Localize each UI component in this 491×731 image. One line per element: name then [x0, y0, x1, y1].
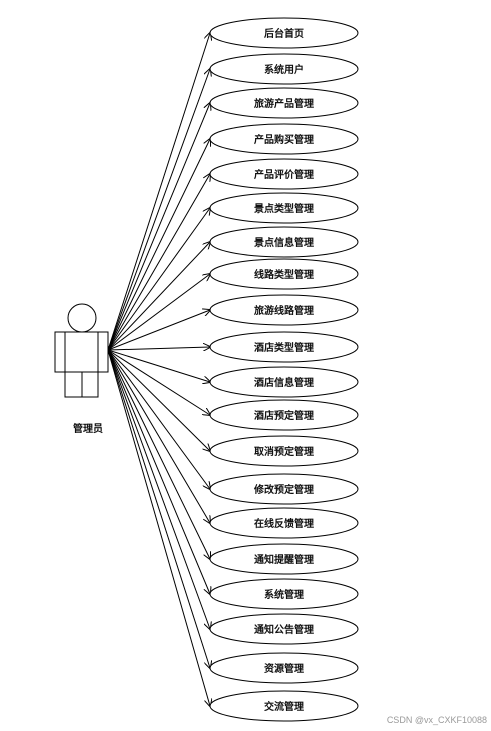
use-case-label: 酒店信息管理	[254, 376, 314, 389]
association-arrow	[107, 242, 210, 351]
use-case-ellipse	[209, 192, 359, 224]
association-arrow	[107, 349, 210, 629]
association-arrow	[107, 349, 210, 594]
association-arrow	[107, 349, 210, 559]
use-case-label: 后台首页	[264, 27, 304, 40]
association-arrow	[107, 349, 210, 415]
use-case-label: 通知公告管理	[254, 623, 314, 636]
use-case-label: 旅游线路管理	[254, 304, 314, 317]
use-case-label: 资源管理	[264, 662, 304, 675]
use-case-label: 取消预定管理	[254, 445, 314, 458]
use-case-ellipse	[209, 331, 359, 363]
use-case-label: 系统用户	[264, 63, 304, 76]
use-case-label: 修改预定管理	[253, 483, 314, 496]
association-arrow	[107, 103, 210, 351]
association-arrow	[107, 349, 210, 523]
use-case-ellipse	[209, 53, 359, 85]
association-arrow	[107, 349, 210, 489]
association-arrow	[107, 347, 210, 350]
use-case-ellipse	[209, 473, 359, 505]
use-case-label: 产品评价管理	[254, 168, 314, 181]
association-arrow	[107, 349, 210, 668]
use-case-label: 通知提醒管理	[254, 553, 314, 566]
use-case-ellipse	[209, 87, 359, 119]
association-arrow	[107, 174, 210, 351]
use-case-label: 系统管理	[264, 588, 304, 601]
use-case-label: 酒店类型管理	[254, 341, 314, 354]
association-arrow	[107, 274, 210, 351]
use-case-ellipse	[209, 158, 359, 190]
use-case-ellipse	[209, 435, 359, 467]
association-lines	[107, 33, 210, 706]
association-arrow	[107, 349, 210, 451]
use-case-ellipse	[209, 123, 359, 155]
association-arrow	[107, 33, 210, 351]
use-case-ellipse	[209, 17, 359, 49]
use-case-ellipse	[209, 543, 359, 575]
watermark: CSDN @vx_CXKF10088	[386, 715, 487, 725]
use-case-label: 酒店预定管理	[254, 409, 314, 422]
use-case-label: 景点信息管理	[254, 236, 314, 249]
use-case-ellipse	[209, 652, 359, 684]
use-case-ellipse	[209, 226, 359, 258]
use-cases: 后台首页系统用户旅游产品管理产品购买管理产品评价管理景点类型管理景点信息管理线路…	[209, 17, 359, 722]
actor-label: 管理员	[73, 422, 103, 435]
association-arrow	[107, 208, 210, 351]
association-arrow	[107, 349, 210, 706]
use-case-ellipse	[209, 613, 359, 645]
actor-head	[67, 303, 97, 333]
use-case-ellipse	[209, 399, 359, 431]
use-case-ellipse	[209, 690, 359, 722]
association-arrow	[107, 69, 210, 351]
use-case-label: 产品购买管理	[254, 133, 314, 146]
use-case-label: 线路类型管理	[254, 268, 314, 281]
use-case-label: 旅游产品管理	[254, 97, 314, 110]
use-case-ellipse	[209, 507, 359, 539]
use-case-label: 景点类型管理	[254, 202, 314, 215]
use-case-ellipse	[209, 366, 359, 398]
use-case-ellipse	[209, 294, 359, 326]
actor-figure	[54, 303, 109, 398]
actor-body	[54, 331, 109, 373]
use-case-label: 在线反馈管理	[254, 517, 314, 530]
association-arrow	[107, 139, 210, 351]
use-case-ellipse	[209, 258, 359, 290]
use-case-ellipse	[209, 578, 359, 610]
use-case-label: 交流管理	[264, 700, 304, 713]
association-arrow	[107, 349, 210, 382]
association-arrow	[107, 310, 210, 351]
